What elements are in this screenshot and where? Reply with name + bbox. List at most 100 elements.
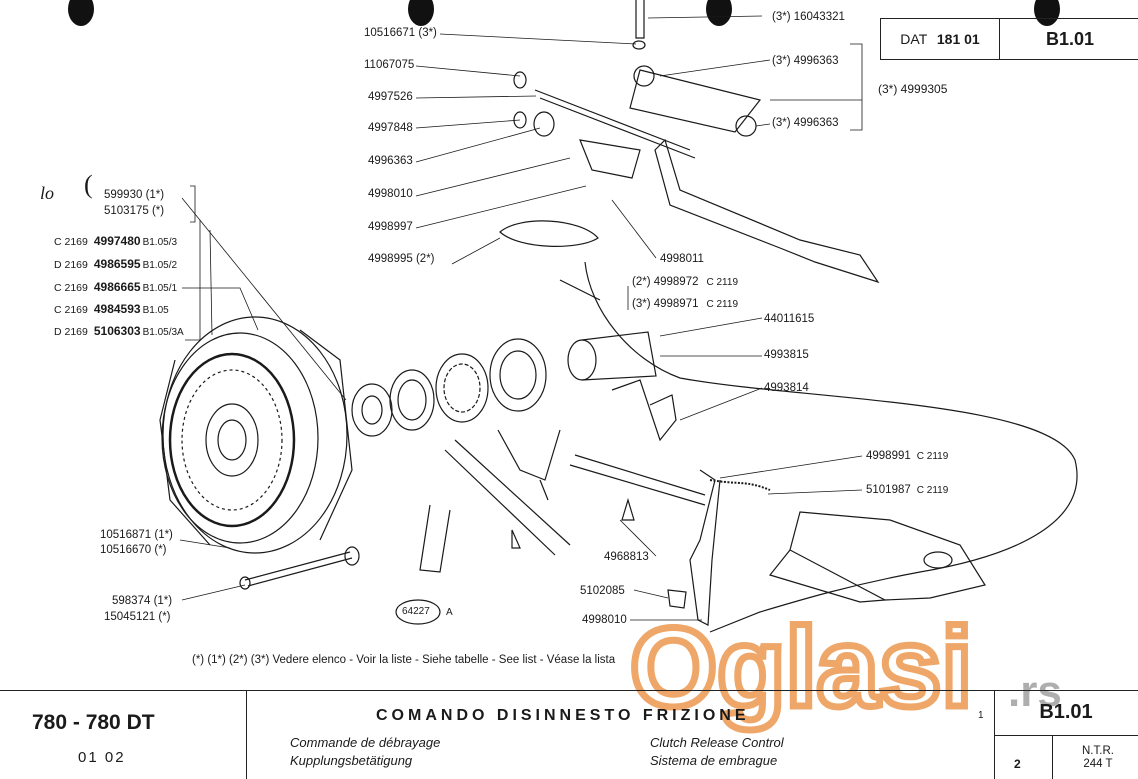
lever-drawing xyxy=(689,469,721,626)
exploded-parts-drawing xyxy=(159,0,1078,633)
drawing-stamp-suffix: A xyxy=(446,607,453,618)
sheet-number: 1 xyxy=(978,710,984,721)
part-label: 4968813 xyxy=(604,551,649,563)
page-ref: C 2119 xyxy=(916,451,949,462)
binder-hole xyxy=(706,0,732,26)
clutch-assembly-drawing xyxy=(159,316,353,554)
handwritten-mark: lo xyxy=(40,183,55,203)
catalog-prefix: C 2169 xyxy=(54,304,88,316)
part-number: 4984593 xyxy=(93,302,141,316)
part-label: 10516871 (1*) xyxy=(100,529,173,541)
pedal-bracket-drawing xyxy=(629,69,762,133)
cable-drawing xyxy=(559,279,601,301)
plate-code-footer: B1.01 xyxy=(1039,701,1093,723)
part-label: 15045121 (*) xyxy=(104,611,171,623)
part-label: 10516671 (3*) xyxy=(364,27,437,39)
fork-drawing xyxy=(611,379,677,442)
title-french: Commande de débrayage xyxy=(290,735,441,750)
leader-lines xyxy=(179,15,863,621)
part-label-row: 4998991 C 2119 xyxy=(866,449,948,464)
paren-bracket: ( xyxy=(84,170,93,199)
part-label: (3*) 4996363 xyxy=(772,117,839,129)
ntr-code: N.T.R. 244 T xyxy=(1082,745,1114,771)
binder-hole xyxy=(68,0,94,26)
part-number: 4998991 xyxy=(866,450,911,462)
part-label-row: (2*) 4998972 C 2119 xyxy=(632,275,738,290)
page-ref: C 2119 xyxy=(916,485,949,496)
part-label: 4998995 (2*) xyxy=(368,253,435,265)
part-label: 4998010 xyxy=(582,614,627,626)
model-cell: 780 - 780 DT 01 02 xyxy=(0,691,247,779)
page-ref: B1.05/1 xyxy=(142,283,178,294)
model-name: 780 - 780 DT xyxy=(32,711,155,734)
part-label: 5103175 (*) xyxy=(104,205,165,217)
page-ref: C 2119 xyxy=(706,299,739,310)
plate-code: B1.01 xyxy=(1045,29,1095,49)
ntr-line: 244 T xyxy=(1083,758,1113,770)
cable-drawing xyxy=(584,261,1078,633)
part-number: (3*) 4999305 xyxy=(878,82,948,96)
dat-number: DAT 181 01 xyxy=(881,19,1000,59)
part-number: 4986595 xyxy=(93,257,141,271)
part-label: 10516670 (*) xyxy=(100,544,167,556)
title-block: 780 - 780 DT 01 02 COMANDO DISINNESTO FR… xyxy=(0,690,1138,779)
part-label: 44011615 xyxy=(764,313,815,325)
catalog-prefix: D 2169 xyxy=(54,259,88,271)
title-spanish: Sistema de embrague xyxy=(650,753,778,768)
divider xyxy=(1052,735,1053,779)
part-label: (3*) 4999305 xyxy=(878,82,947,97)
bushing-drawing xyxy=(513,111,527,129)
bolt-drawing xyxy=(244,551,353,587)
ntr-line: N.T.R. xyxy=(1082,745,1114,757)
clutch-pedal-drawing xyxy=(654,138,880,284)
part-number: 5101987 xyxy=(866,484,911,496)
model-variants: 01 02 xyxy=(78,749,126,766)
clip-drawing xyxy=(667,589,687,609)
title-italian: COMANDO DISINNESTO FRIZIONE xyxy=(376,707,750,724)
part-label: 11067075 xyxy=(364,59,415,71)
page-ref: B1.05/2 xyxy=(142,260,178,271)
bolt-drawing xyxy=(635,0,645,39)
title-german: Kupplungsbetätigung xyxy=(290,753,413,768)
bolt-drawing xyxy=(511,497,635,549)
part-number: (2*) 4998972 xyxy=(632,276,699,288)
binder-hole xyxy=(408,0,434,26)
part-label: (3*) 4996363 xyxy=(772,55,839,67)
part-number: 5106303 xyxy=(93,324,141,338)
code-cell: B1.01 2 N.T.R. 244 T xyxy=(994,691,1138,779)
header-box: DAT 181 01 B1.01 xyxy=(880,18,1138,60)
part-label: 4998011 xyxy=(660,253,704,265)
part-label: (3*) 16043321 xyxy=(772,11,845,23)
part-label: 4998010 xyxy=(368,188,413,200)
part-label: 599930 (1*) xyxy=(104,189,165,201)
dat-value: 181 01 xyxy=(936,31,980,47)
washer-drawing xyxy=(513,71,527,89)
spring-drawing xyxy=(709,479,771,491)
page-ref: B1.05 xyxy=(142,305,169,316)
part-label: 4998997 xyxy=(368,221,413,233)
title-english: Clutch Release Control xyxy=(650,735,784,750)
bushing-drawing xyxy=(633,65,655,87)
shaft-drawing xyxy=(444,439,571,556)
sheet-number: 2 xyxy=(1014,757,1021,771)
page-ref: C 2119 xyxy=(706,277,739,288)
part-number: (3*) 4998971 xyxy=(632,298,699,310)
part-label-row: 5101987 C 2119 xyxy=(866,483,948,498)
lever-drawing xyxy=(419,504,451,573)
footnote: (*) (1*) (2*) (3*) Vedere elenco - Voir … xyxy=(192,654,616,666)
part-label: 4993815 xyxy=(764,349,809,361)
part-number: 4997480 xyxy=(93,234,141,248)
title-cell: COMANDO DISINNESTO FRIZIONE Commande de … xyxy=(246,691,995,779)
part-label: 598374 (1*) xyxy=(112,595,173,607)
pedal-shaft-drawing xyxy=(534,89,696,159)
pedal-plate-drawing xyxy=(499,220,599,247)
cable-cover-drawing xyxy=(789,511,986,601)
watermark-brand: Oglasi xyxy=(630,606,972,730)
part-number: 4986665 xyxy=(93,280,141,294)
part-label: 5102085 xyxy=(580,585,625,597)
part-label: 4997526 xyxy=(368,91,413,103)
